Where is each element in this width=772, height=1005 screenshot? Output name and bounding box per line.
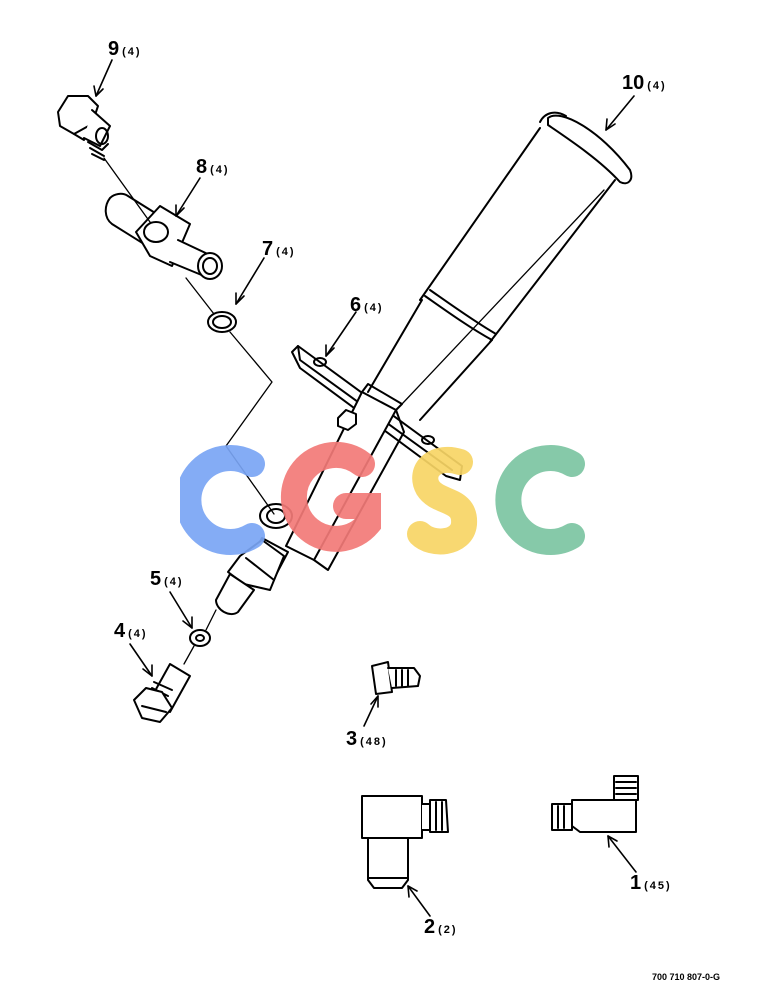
callout-1: 1(45): [630, 872, 672, 895]
elbow-fitting-large: [361, 795, 449, 889]
callout-8: 8(4): [196, 156, 230, 179]
callout-3-qty: (48): [360, 736, 388, 748]
callout-4: 4(4): [114, 620, 148, 643]
elbow-fitting-small: [551, 775, 639, 833]
callout-4-qty: (4): [128, 628, 148, 640]
banjo-bolt: [57, 95, 111, 161]
washer: [189, 629, 211, 647]
hex-bolt: [133, 663, 191, 723]
callout-6-number: 6: [350, 294, 362, 316]
callout-6: 6(4): [350, 294, 384, 317]
watermark-letter-c2: [495, 445, 585, 555]
callout-10: 10(4): [622, 72, 667, 95]
callout-5: 5(4): [150, 568, 184, 591]
callout-6-qty: (4): [364, 302, 384, 314]
callout-7-qty: (4): [276, 246, 296, 258]
callout-1-number: 1: [630, 872, 642, 894]
callout-9: 9(4): [108, 38, 142, 61]
leader-lines: [93, 59, 637, 917]
callout-7-number: 7: [262, 238, 274, 260]
callout-7: 7(4): [262, 238, 296, 261]
adapter-fitting: [371, 661, 421, 695]
callout-3: 3(48): [346, 728, 388, 751]
callout-5-qty: (4): [164, 576, 184, 588]
cgsc-watermark: [180, 441, 585, 555]
callout-8-number: 8: [196, 156, 208, 178]
drawing-code: 700 710 807-0-G: [652, 972, 721, 982]
tube-assembly: [367, 111, 633, 421]
callout-2-qty: (2): [438, 924, 458, 936]
callout-1-qty: (45): [644, 880, 672, 892]
callout-9-number: 9: [108, 38, 120, 60]
watermark-letter-c1: [180, 445, 265, 555]
banjo-fitting: [104, 192, 223, 280]
callout-9-qty: (4): [122, 46, 142, 58]
callout-5-number: 5: [150, 568, 162, 590]
callout-10-number: 10: [622, 72, 645, 94]
watermark-letter-s: [407, 446, 477, 555]
watermark-letter-g: [280, 441, 381, 552]
assembly-lines: [103, 157, 605, 665]
callout-3-number: 3: [346, 728, 358, 750]
callout-4-number: 4: [114, 620, 126, 642]
callout-2-number: 2: [424, 916, 436, 938]
callout-8-qty: (4): [210, 164, 230, 176]
callout-2: 2(2): [424, 916, 458, 939]
callout-10-qty: (4): [647, 80, 667, 92]
o-ring: [207, 311, 237, 333]
